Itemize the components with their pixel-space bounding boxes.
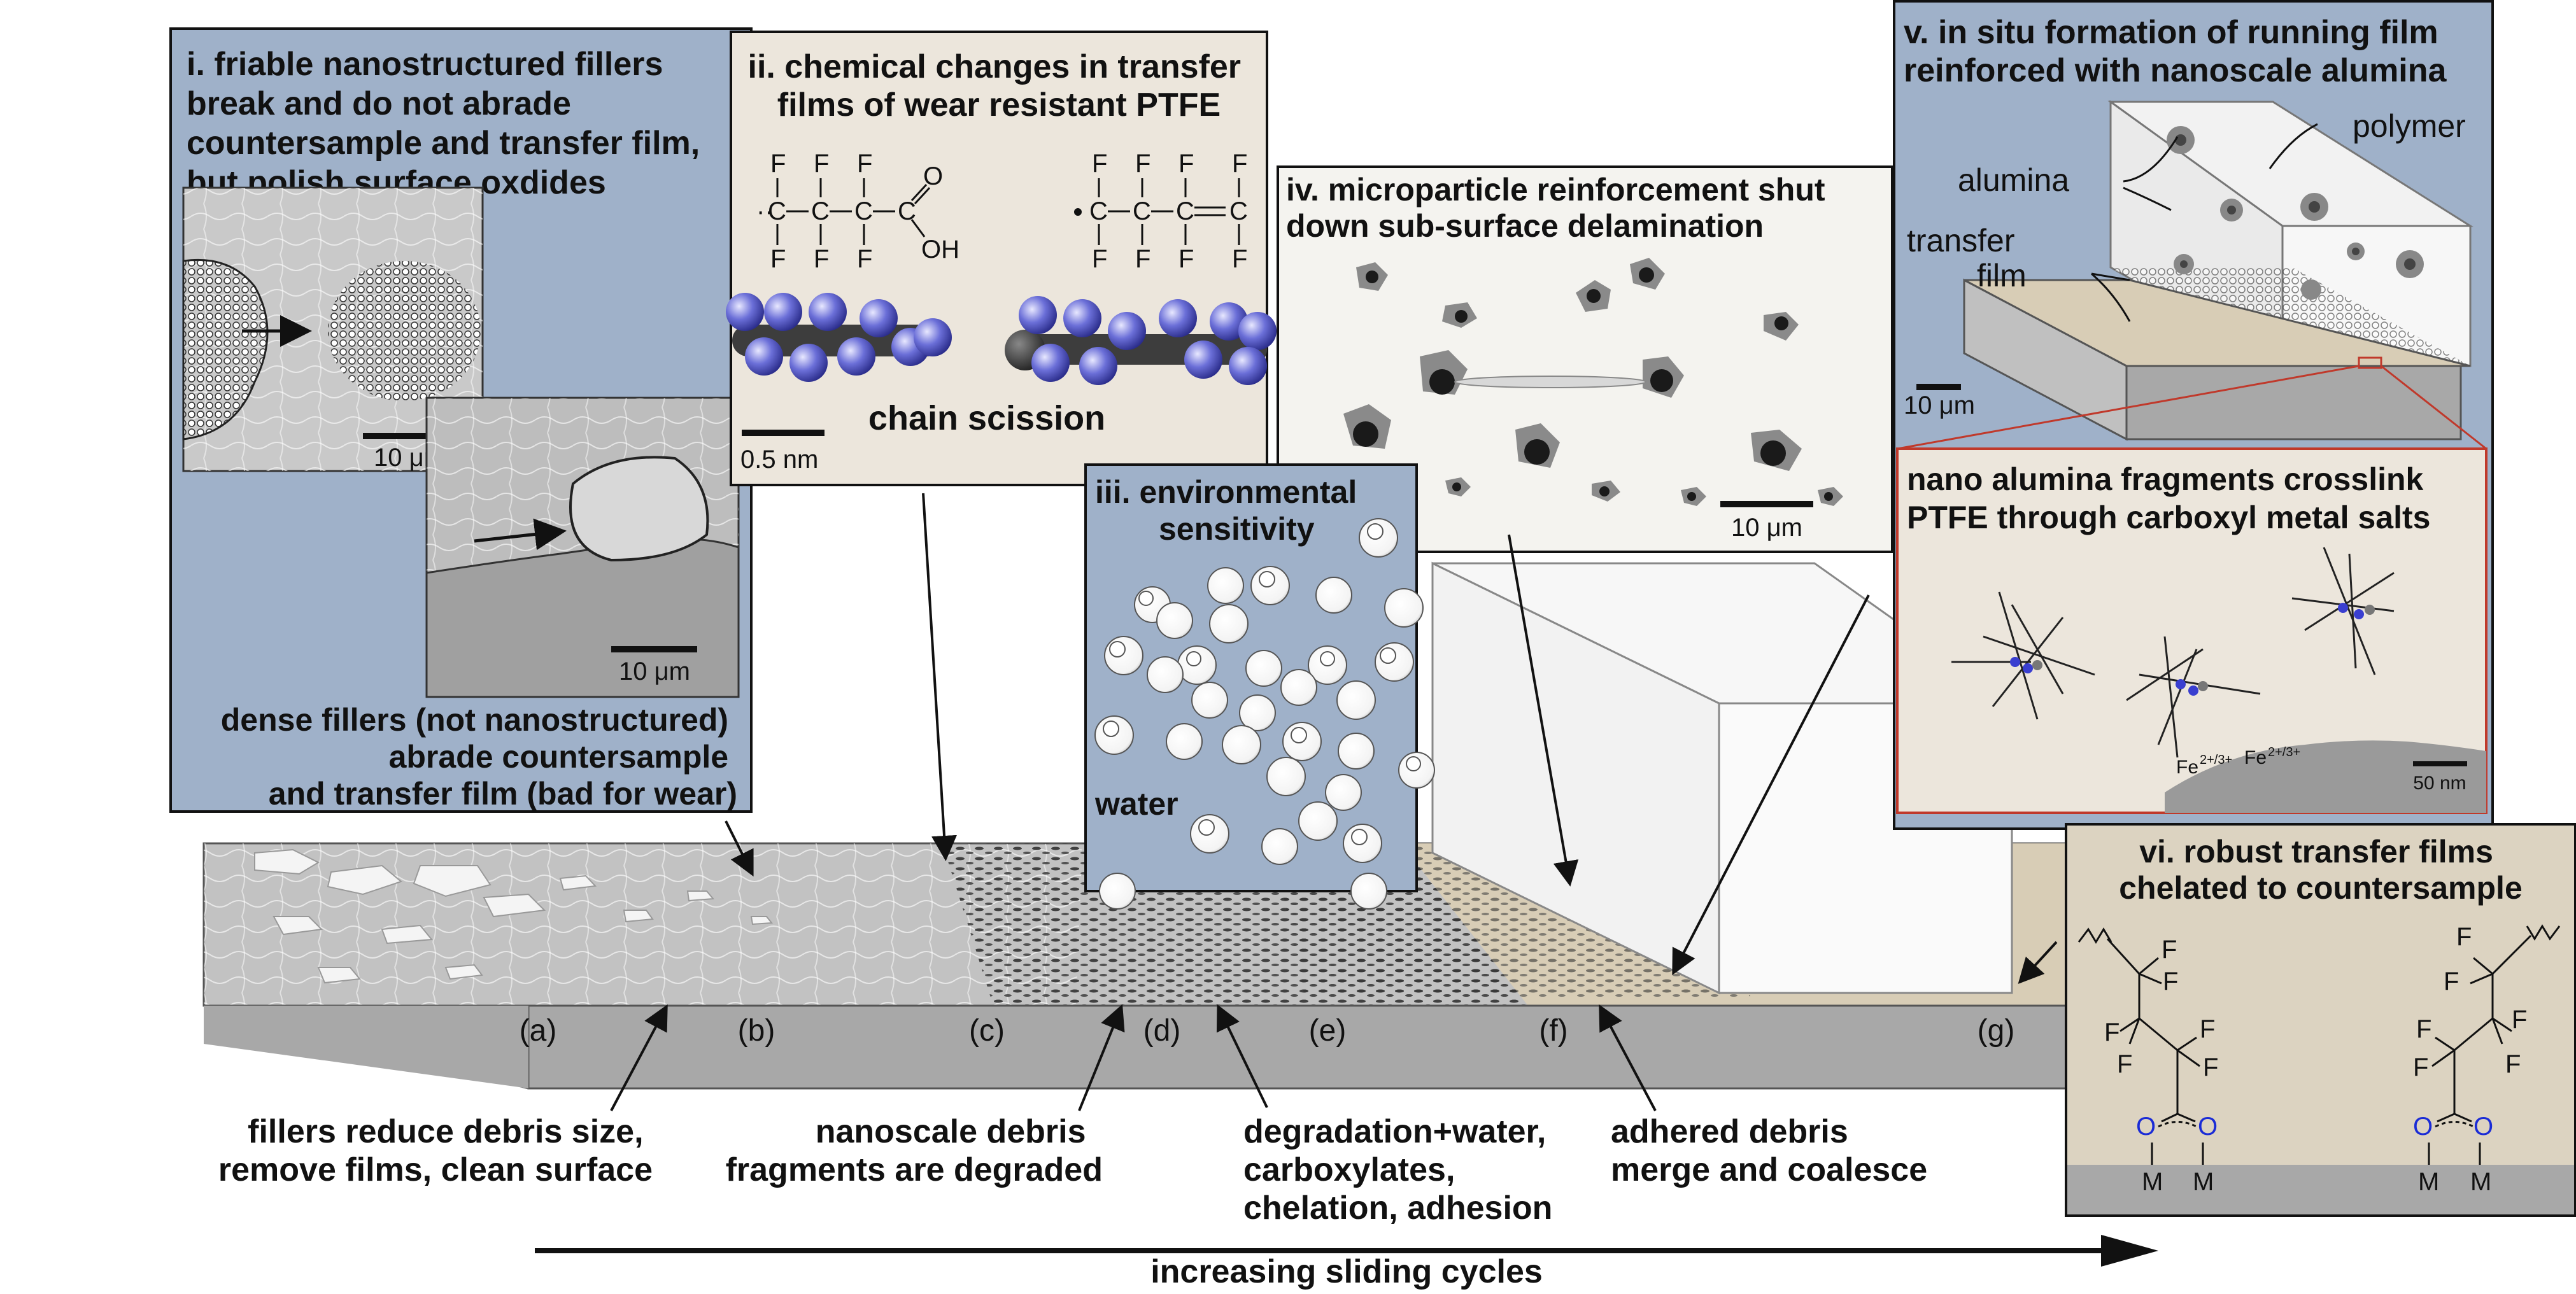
inset-scale-label: 50 nm xyxy=(2413,773,2466,794)
scale-label-ii: 0.5 nm xyxy=(740,446,818,474)
scale-label-2: 10 μm xyxy=(619,658,690,686)
svg-text:F: F xyxy=(857,150,872,178)
stage-e: (e) xyxy=(1309,1014,1347,1048)
stage-f: (f) xyxy=(1539,1014,1568,1048)
inset-title: nano alumina fragments crosslink PTFE th… xyxy=(1907,461,2432,535)
svg-text:M: M xyxy=(2142,1168,2163,1196)
panel-ii-title: ii. chemical changes in transfer films o… xyxy=(748,48,1250,123)
svg-text:F: F xyxy=(1092,150,1107,178)
panel-i-friable-fillers: i. friable nanostructured fillers break … xyxy=(169,27,753,813)
svg-text:O: O xyxy=(2413,1113,2433,1141)
svg-text:F: F xyxy=(2413,1053,2428,1081)
ptfe-carboxylic-structure: F F F ·· C C C C F F F O OH xyxy=(756,150,959,273)
panel-vi-robust-films: vi. robust transfer films chelated to co… xyxy=(2065,823,2576,1217)
svg-text:2+/3+: 2+/3+ xyxy=(2200,753,2232,767)
scale-label-iv: 10 μm xyxy=(1731,514,1802,542)
svg-text:F: F xyxy=(1232,245,1247,273)
bottom-annotations: fillers reduce debris size, remove films… xyxy=(218,1113,1927,1227)
ptfe-radical-structure: F F F F C C C C F F F F xyxy=(1074,150,1248,273)
svg-text:C: C xyxy=(1133,197,1151,225)
svg-text:F: F xyxy=(857,245,872,273)
ptfe-chain-left xyxy=(726,293,952,382)
svg-text:OH: OH xyxy=(921,236,959,264)
transfer-label: transfer xyxy=(1907,223,2015,258)
microparticles xyxy=(1343,258,1843,506)
svg-text:C: C xyxy=(811,197,830,225)
panel-v-title: v. in situ formation of running film rei… xyxy=(1904,14,2447,89)
svg-text:F: F xyxy=(2444,967,2459,995)
svg-text:M: M xyxy=(2418,1168,2439,1196)
svg-text:O: O xyxy=(2136,1113,2156,1141)
stage-d: (d) xyxy=(1143,1014,1181,1048)
fe-label-2: Fe xyxy=(2244,747,2267,768)
svg-text:O: O xyxy=(2198,1113,2218,1141)
panel-iii-environmental: iii. environmental sensitivity water xyxy=(1084,463,1435,910)
svg-text:F: F xyxy=(2200,1015,2215,1043)
annotation-adhered: adhered debris merge and coalesce xyxy=(1611,1113,1927,1188)
svg-text:F: F xyxy=(2456,923,2472,951)
nano-alumina-inset: nano alumina fragments crosslink PTFE th… xyxy=(1896,365,2488,814)
svg-text:C: C xyxy=(1176,197,1194,225)
axis-label: increasing sliding cycles xyxy=(1150,1253,1543,1290)
svg-text:F: F xyxy=(814,245,829,273)
stage-g: (g) xyxy=(1978,1014,2015,1048)
stage-labels: (a) (b) (c) (d) (e) (f) (g) xyxy=(520,1014,2015,1048)
svg-text:M: M xyxy=(2193,1168,2214,1196)
sliding-cycles-axis: increasing sliding cycles xyxy=(535,1235,2158,1290)
water-molecules xyxy=(1094,518,1435,910)
polymer-label: polymer xyxy=(2353,108,2466,144)
svg-text:F: F xyxy=(2163,967,2178,995)
svg-text:F: F xyxy=(2512,1006,2527,1034)
svg-text:C: C xyxy=(1089,197,1108,225)
fe-label-1: Fe xyxy=(2176,757,2198,778)
svg-text:F: F xyxy=(1135,150,1150,178)
stage-c: (c) xyxy=(969,1014,1005,1048)
svg-text:F: F xyxy=(2104,1018,2120,1046)
stage-b: (b) xyxy=(738,1014,775,1048)
svg-text:F: F xyxy=(770,150,786,178)
panel-ii-chemical-changes: ii. chemical changes in transfer films o… xyxy=(726,31,1277,486)
svg-text:F: F xyxy=(1178,245,1194,273)
panel-v-running-film: v. in situ formation of running film rei… xyxy=(1893,0,2494,830)
svg-text:C: C xyxy=(1229,197,1248,225)
svg-text:F: F xyxy=(1092,245,1107,273)
annotation-fillers: fillers reduce debris size, remove films… xyxy=(218,1113,653,1188)
annotation-degradation: degradation+water, carboxylates, chelati… xyxy=(1243,1113,1555,1227)
svg-text:M: M xyxy=(2470,1168,2491,1196)
pointer-arrows xyxy=(610,493,2058,1111)
water-label: water xyxy=(1094,786,1178,822)
panel-vi-title: vi. robust transfer films chelated to co… xyxy=(2119,834,2523,906)
svg-text:··: ·· xyxy=(756,197,774,225)
svg-text:F: F xyxy=(1232,150,1247,178)
ptfe-chain-right xyxy=(1005,296,1277,385)
annotation-nanoscale: nanoscale debris fragments are degraded xyxy=(726,1113,1103,1188)
svg-text:F: F xyxy=(2203,1053,2218,1081)
svg-text:F: F xyxy=(2416,1015,2431,1043)
chain-scission-caption: chain scission xyxy=(868,399,1105,437)
svg-text:F: F xyxy=(2117,1050,2132,1078)
panel-iii-title: iii. environmental sensitivity xyxy=(1095,474,1366,547)
panel-iv-title: iv. microparticle reinforcement shut dow… xyxy=(1286,172,1834,244)
svg-text:C: C xyxy=(854,197,873,225)
alumina-label: alumina xyxy=(1958,162,2069,198)
svg-text:F: F xyxy=(2162,936,2177,964)
svg-text:O: O xyxy=(2473,1113,2493,1141)
panel-i-bottom-text: dense fillers (not nanostructured) abrad… xyxy=(221,702,737,812)
svg-text:2+/3+: 2+/3+ xyxy=(2268,745,2300,759)
film-label: film xyxy=(1977,258,2027,293)
svg-text:F: F xyxy=(770,245,786,273)
svg-text:F: F xyxy=(1135,245,1150,273)
svg-text:F: F xyxy=(1178,150,1194,178)
svg-text:F: F xyxy=(814,150,829,178)
svg-text:C: C xyxy=(768,197,786,225)
svg-text:F: F xyxy=(2505,1050,2521,1078)
scale-label-v: 10 μm xyxy=(1904,391,1975,419)
stage-a: (a) xyxy=(520,1014,557,1048)
